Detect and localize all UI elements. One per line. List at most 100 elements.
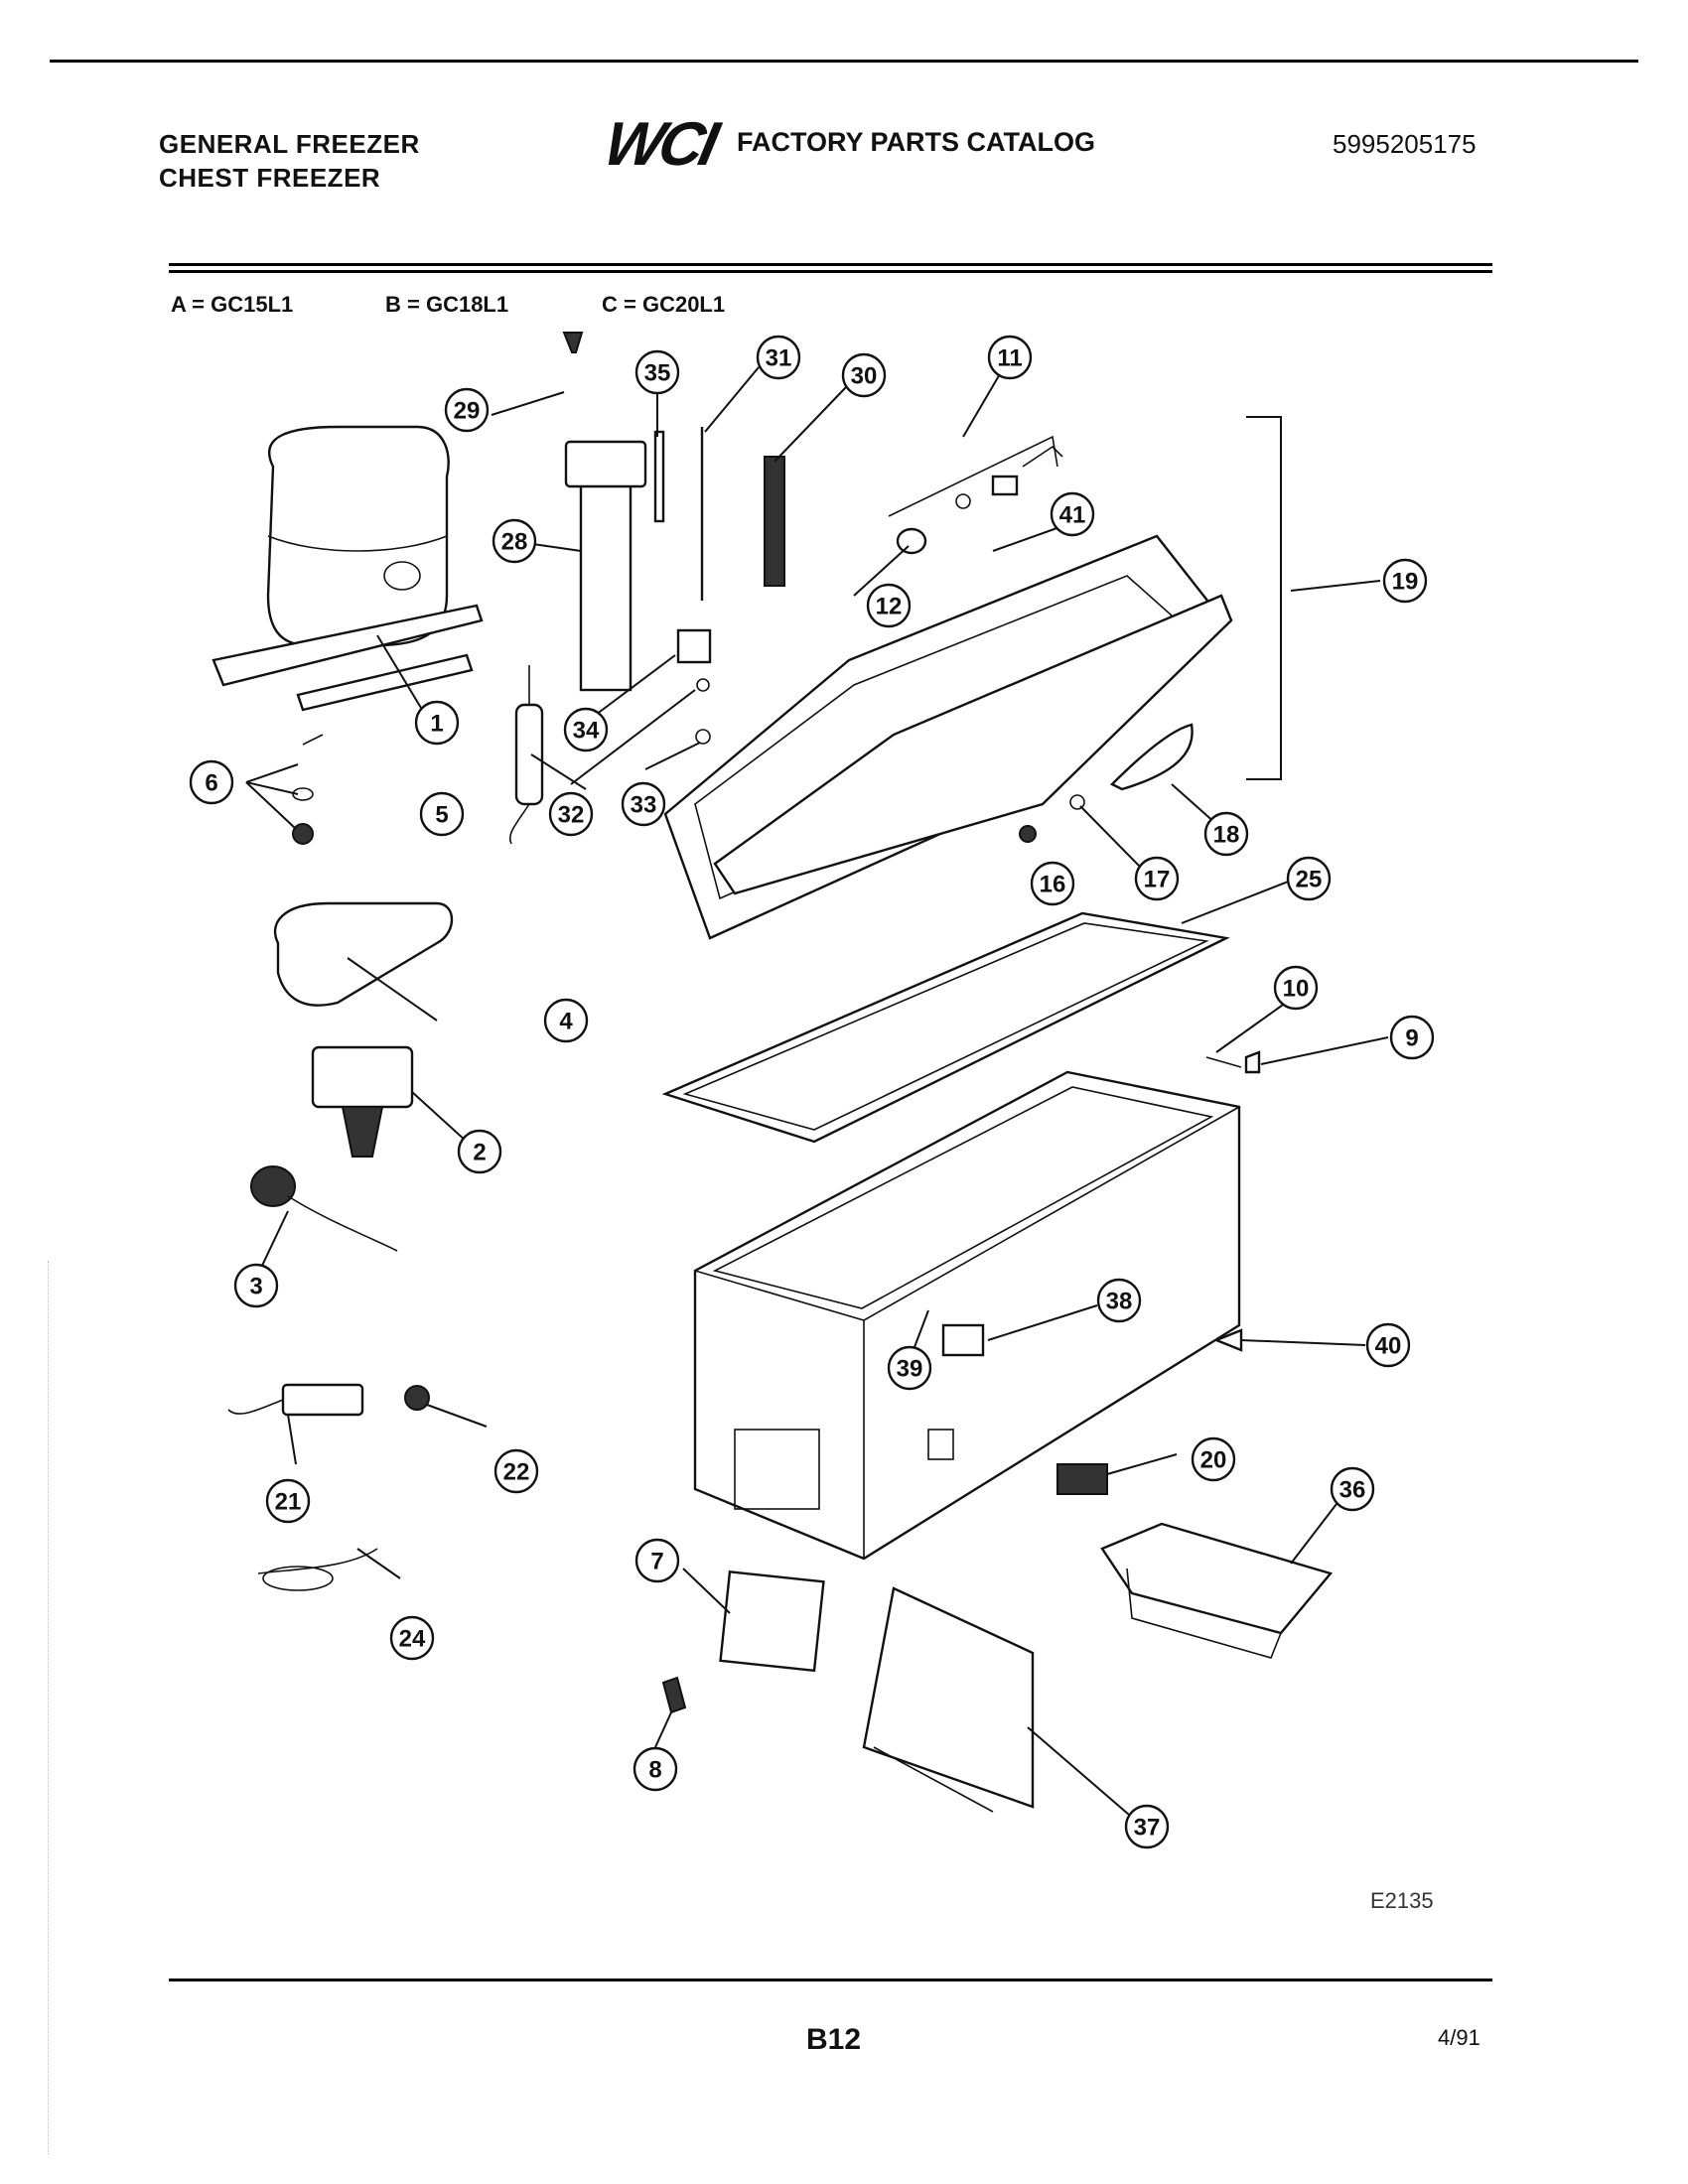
callout-22: 22 <box>493 1448 539 1494</box>
washer-part <box>696 678 710 692</box>
callout-11-label: 11 <box>997 345 1022 372</box>
callout-4: 4 <box>543 998 589 1043</box>
callout-33: 33 <box>621 781 666 827</box>
callout-6: 6 <box>189 759 234 805</box>
callout-37: 37 <box>1124 1804 1170 1849</box>
callout-40-label: 40 <box>1375 1333 1402 1360</box>
hinge-screw-part <box>1205 1056 1242 1068</box>
model-b: B = GC18L1 <box>385 292 509 317</box>
callout-28-label: 28 <box>501 529 528 556</box>
screw-part <box>562 332 584 353</box>
top-rule <box>50 60 1638 63</box>
revision-date: 4/91 <box>1438 2025 1480 2050</box>
header-double-rule <box>169 263 1492 273</box>
callout-10-label: 10 <box>1283 976 1310 1003</box>
product-line-1: GENERAL FREEZER <box>159 129 420 159</box>
basket-part <box>1100 1522 1334 1659</box>
callout-6-label: 6 <box>205 770 217 797</box>
callout-38-label: 38 <box>1106 1289 1133 1315</box>
pin-part <box>653 430 665 523</box>
callout-20: 20 <box>1191 1436 1236 1482</box>
callout-24-label: 24 <box>399 1626 426 1653</box>
callout-31: 31 <box>756 335 801 380</box>
lid-assembly-part <box>663 534 1233 940</box>
callout-30-label: 30 <box>851 363 878 390</box>
callout-18: 18 <box>1203 811 1249 857</box>
callout-41-label: 41 <box>1059 502 1086 529</box>
callout-41: 41 <box>1050 491 1095 537</box>
lid-gasket-part <box>661 911 1230 1144</box>
callout-22-label: 22 <box>503 1459 530 1486</box>
panel-screw-part <box>661 1676 687 1714</box>
callout-37-label: 37 <box>1134 1815 1161 1842</box>
model-a: A = GC15L1 <box>171 292 294 317</box>
leader-lines <box>245 366 1389 1816</box>
hinge-spring-part <box>764 456 785 587</box>
callout-17-label: 17 <box>1144 867 1171 893</box>
callout-28: 28 <box>492 518 537 564</box>
callout-19-label: 19 <box>1392 569 1419 596</box>
callout-9-label: 9 <box>1405 1025 1418 1052</box>
callout-39: 39 <box>887 1345 932 1391</box>
model-c: C = GC20L1 <box>602 292 726 317</box>
callout-5-label: 5 <box>435 802 448 829</box>
document-number: 5995205175 <box>1333 129 1477 159</box>
callout-11: 11 <box>987 335 1033 380</box>
serial-plate-part <box>941 1323 985 1357</box>
callout-21: 21 <box>265 1478 311 1524</box>
callout-21-label: 21 <box>275 1489 302 1516</box>
hinge-part <box>1244 1050 1261 1074</box>
callout-35: 35 <box>634 349 680 395</box>
callout-30: 30 <box>841 352 887 398</box>
cold-control-part <box>250 1165 398 1252</box>
bottom-rule <box>169 1979 1492 1981</box>
drier-part <box>509 665 544 845</box>
callout-9: 9 <box>1389 1015 1435 1060</box>
cabinet-part <box>693 1070 1241 1561</box>
callout-7-label: 7 <box>650 1549 663 1575</box>
callout-2-label: 2 <box>473 1140 486 1166</box>
callout-24: 24 <box>389 1615 435 1661</box>
callout-10: 10 <box>1273 965 1319 1011</box>
callout-25: 25 <box>1286 856 1332 901</box>
callout-7: 7 <box>634 1538 680 1583</box>
callout-36: 36 <box>1330 1466 1375 1512</box>
overload-cover-part <box>273 901 454 1007</box>
callout-16-label: 16 <box>1040 872 1066 898</box>
callout-34-label: 34 <box>573 718 600 745</box>
callout-17: 17 <box>1134 856 1180 901</box>
callout-1-label: 1 <box>430 711 443 738</box>
callout-40: 40 <box>1365 1322 1411 1368</box>
callout-25-label: 25 <box>1296 867 1323 893</box>
callout-19: 19 <box>1382 558 1428 604</box>
callout-39-label: 39 <box>897 1356 923 1383</box>
callout-29-label: 29 <box>454 398 481 425</box>
page-number: B12 <box>806 2023 862 2056</box>
drawing-code: E2135 <box>1370 1888 1434 1913</box>
callout-12-label: 12 <box>876 594 903 620</box>
callout-34: 34 <box>563 707 609 752</box>
light-socket-part <box>1019 825 1037 843</box>
callout-12: 12 <box>866 583 912 628</box>
callout-38: 38 <box>1096 1278 1142 1323</box>
callout-31-label: 31 <box>766 345 792 372</box>
callout-32-label: 32 <box>558 802 585 829</box>
hinge-cover-part <box>1109 723 1194 791</box>
callout-5: 5 <box>419 791 465 837</box>
callout-3: 3 <box>233 1263 279 1308</box>
relay-part <box>311 1045 414 1158</box>
lock-assembly-part <box>888 435 1063 555</box>
power-cord-part <box>227 1383 430 1591</box>
callout-2: 2 <box>457 1129 502 1174</box>
product-line-2: CHEST FREEZER <box>159 163 381 193</box>
mounting-hardware-part <box>292 734 324 845</box>
callout-36-label: 36 <box>1339 1477 1366 1504</box>
lamp-part <box>1069 794 1085 810</box>
callout-8: 8 <box>633 1746 678 1792</box>
callout-16: 16 <box>1030 861 1075 906</box>
bushing-part <box>676 628 712 664</box>
callout-1: 1 <box>414 700 460 746</box>
hinge-bracket-part <box>564 440 647 692</box>
callout-35-label: 35 <box>644 360 671 387</box>
